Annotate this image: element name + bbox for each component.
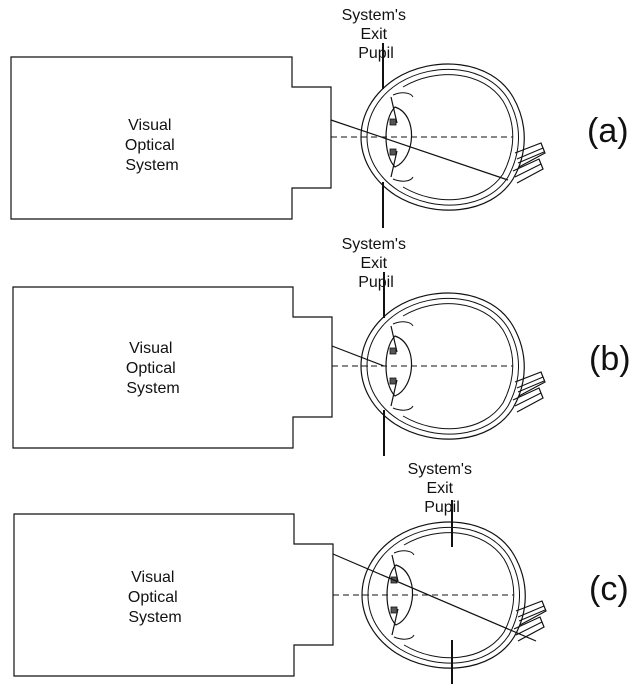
pupil-label: System's Exit Pupil <box>408 461 477 516</box>
box-label-line-2: Optical <box>125 137 175 154</box>
chief-ray <box>330 119 509 181</box>
optical-system-box <box>12 286 333 449</box>
box-label: Visual Optical System <box>126 340 180 397</box>
optical-system-box <box>13 513 334 677</box>
pupil-label-line-2: Exit <box>360 26 387 43</box>
eye-drawing <box>360 63 546 211</box>
box-label-line-1: Visual <box>128 117 171 134</box>
pupil-label-line-3: Pupil <box>358 274 394 291</box>
pupil-label-line-1: System's <box>408 461 472 478</box>
box-label-line-1: Visual <box>131 569 174 586</box>
pupil-label-line-3: Pupil <box>424 499 460 516</box>
pupil-label-line-1: System's <box>342 7 406 24</box>
panel-c: Visual Optical System System's Exit Pupi… <box>13 461 629 684</box>
panel-a: Visual Optical System System's Exit Pupi… <box>10 7 629 228</box>
pupil-label-line-3: Pupil <box>358 45 394 62</box>
optical-system-box <box>10 56 332 220</box>
box-label-line-2: Optical <box>126 360 176 377</box>
chief-ray <box>332 553 537 642</box>
pupil-label-line-1: System's <box>342 236 406 253</box>
eye-drawing <box>360 292 546 440</box>
panel-caption: (a) <box>587 112 629 150</box>
panel-b: Visual Optical System System's Exit Pupi… <box>12 236 631 456</box>
eye-drawing <box>361 521 547 669</box>
panel-caption: (b) <box>589 340 631 378</box>
box-label-line-1: Visual <box>129 340 172 357</box>
box-label-line-3: System <box>125 157 178 174</box>
pupil-label-line-2: Exit <box>360 255 387 272</box>
box-label-line-3: System <box>128 609 181 626</box>
box-label: Visual Optical System <box>125 117 179 174</box>
box-label-line-3: System <box>126 380 179 397</box>
pupil-label-line-2: Exit <box>426 480 453 497</box>
pupil-label: System's Exit Pupil <box>342 236 411 291</box>
box-label: Visual Optical System <box>128 569 182 626</box>
panel-caption: (c) <box>589 570 629 608</box>
box-label-line-2: Optical <box>128 589 178 606</box>
chief-ray <box>331 345 385 367</box>
pupil-label: System's Exit Pupil <box>342 7 411 62</box>
